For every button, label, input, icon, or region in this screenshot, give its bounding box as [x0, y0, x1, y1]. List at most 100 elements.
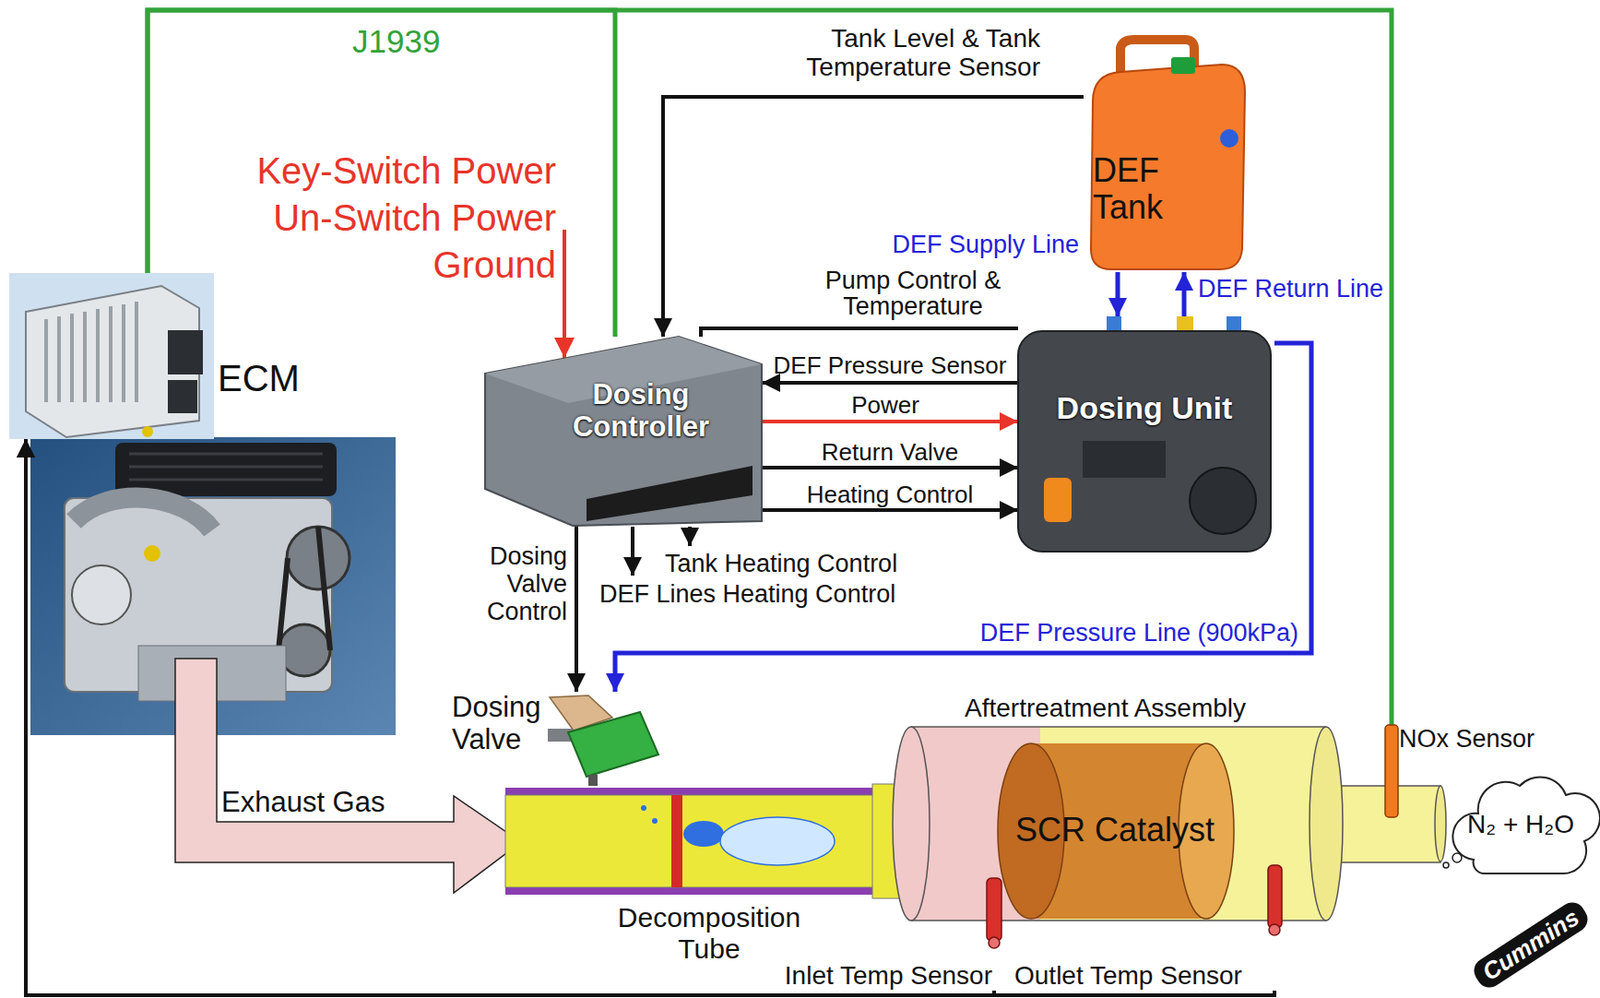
ecm-module-shape — [167, 330, 203, 375]
edge-label-box: Tank Level & Tank Temperature Sensor — [680, 23, 1041, 83]
dosing-controller-shape — [586, 465, 753, 522]
brand-logo: Cummins — [1464, 894, 1598, 996]
edge-label-box: Heating Control — [770, 481, 1010, 509]
decomposition-tube: Decomposition Tube — [505, 780, 913, 970]
def-tank: DEF Tank — [1083, 36, 1250, 273]
dosing-unit-shape — [1189, 467, 1257, 534]
signal-wire — [25, 438, 995, 996]
edge-label: Dosing Valve Control — [463, 542, 568, 627]
heating-output-arrow — [687, 526, 692, 546]
heating-output-arrow — [630, 526, 635, 576]
power-wire — [761, 419, 1019, 424]
ecm-module-shape — [9, 272, 314, 439]
decomposition-tube-shape — [683, 820, 724, 847]
edge-label-box: DEF Pressure Line (900kPa) — [911, 618, 1299, 647]
edge-label-box: Pump Control & Temperature — [805, 267, 1020, 320]
dosing-unit: Dosing Unit — [1018, 316, 1275, 552]
edge-label-box: DEF Supply Line — [857, 230, 1079, 259]
power-input-label: Ground — [433, 244, 557, 286]
ecm-module-shape — [46, 301, 137, 403]
edge-label: Power — [851, 391, 920, 419]
edge-label: Return Valve — [821, 438, 959, 466]
power-input-arrow — [562, 229, 567, 358]
dosing-unit-shape — [1018, 331, 1271, 552]
aftertreatment-assembly-shape — [911, 726, 1327, 921]
power-input-label: Ground — [187, 244, 557, 286]
power-input-label: Key-Switch Power — [187, 150, 557, 192]
node-text: N₂ + H₂O — [1445, 809, 1596, 839]
outlet-pipe — [1339, 785, 1462, 868]
j1939-bus — [147, 10, 616, 337]
engine-picture — [73, 497, 213, 531]
temp-sensor-shape — [1268, 924, 1280, 936]
output-cloud: N₂ + H₂O — [1445, 758, 1600, 897]
temp-sensor-shape — [988, 936, 1000, 949]
edge-label-box: Dosing Valve Control — [463, 542, 568, 627]
power-input-label: Key-Switch Power — [256, 150, 557, 192]
ecm-module-shape — [167, 379, 198, 414]
signal-wire — [761, 508, 1019, 512]
dosing-valve: Dosing Valve — [450, 691, 667, 789]
scr-catalyst: SCR Catalyst — [994, 741, 1240, 925]
dosing-controller: Dosing Controller — [485, 336, 762, 526]
def-tank-shape — [1090, 64, 1245, 270]
power-input-label: Un-Switch Power — [187, 197, 557, 239]
edge-label: DEF Pressure Line (900kPa) — [980, 618, 1299, 647]
engine-picture — [278, 526, 331, 651]
signal-name: DEF Lines Heating Control — [599, 580, 896, 608]
temp-sensor-shape — [1268, 865, 1282, 928]
edge-label: DEF Return Line — [1195, 274, 1387, 303]
power-input-arrow — [564, 229, 566, 358]
aftertreatment-assembly-shape — [911, 726, 1327, 921]
edge-label-box: Return Valve — [770, 438, 1010, 466]
outlet-pipe — [1434, 785, 1446, 862]
edge-label: Tank Level & Tank Temperature Sensor — [680, 23, 1041, 83]
signal-name: Tank Heating Control — [664, 549, 979, 578]
node-text: Aftertreatment Assembly — [964, 693, 1334, 723]
engine-picture — [143, 545, 161, 562]
decomposition-tube-shape — [671, 794, 683, 888]
temp-sensor: Outlet Temp Sensor — [1012, 863, 1285, 991]
ecm-module: ECM — [9, 272, 314, 439]
node-text: Dosing Unit — [1018, 390, 1271, 426]
signal-name: DEF Lines Heating Control — [599, 580, 987, 608]
def-tank-shape — [1171, 57, 1196, 74]
decomposition-tube-shape — [505, 794, 875, 888]
dosing-unit-shape — [1082, 440, 1166, 478]
dosing-valve-shape — [568, 711, 659, 777]
edge-label: Heating Control — [806, 481, 974, 509]
edge-label: Pump Control & Temperature — [805, 267, 1020, 320]
edge-label-box: DEF Pressure Sensor — [751, 352, 1029, 380]
engine-picture — [71, 565, 131, 625]
decomposition-tube-shape — [720, 817, 835, 866]
signal-wire — [574, 525, 579, 692]
nox-sensor-shape — [1385, 724, 1399, 818]
edge-label: J1939 — [352, 23, 440, 60]
edge-label: DEF Supply Line — [891, 230, 1079, 259]
signal-wire — [761, 380, 1019, 385]
edge-label-box: Power — [793, 391, 978, 419]
edge-label-box: J1939 — [352, 23, 473, 60]
decomposition-tube-shape — [505, 787, 875, 895]
node-text: Outlet Temp Sensor — [1014, 960, 1278, 990]
signal-name: Tank Heating Control — [664, 549, 898, 578]
aftertreatment-assembly-shape — [892, 726, 930, 921]
j1939-bus — [147, 10, 1392, 725]
node-text: Inlet Temp Sensor — [751, 960, 993, 990]
power-input-label: Un-Switch Power — [272, 197, 557, 239]
dosing-unit-shape — [1018, 316, 1271, 552]
ecm-module-shape — [9, 272, 214, 439]
dosing-controller-shape — [485, 336, 762, 526]
node-text: Dosing Valve — [451, 691, 548, 756]
ecm-module-shape — [142, 426, 154, 438]
edge-label-box: DEF Return Line — [1195, 274, 1417, 303]
def-line — [1182, 272, 1187, 317]
node-text: SCR Catalyst — [994, 811, 1236, 849]
dosing-unit-shape — [1043, 477, 1072, 522]
decomposition-tube-shape — [640, 805, 647, 811]
edge-label: DEF Pressure Sensor — [773, 352, 1008, 380]
aftertreatment-assembly-shape — [1309, 726, 1343, 921]
brand-logo: Cummins — [1469, 897, 1593, 993]
dosing-valve-shape — [588, 774, 598, 786]
